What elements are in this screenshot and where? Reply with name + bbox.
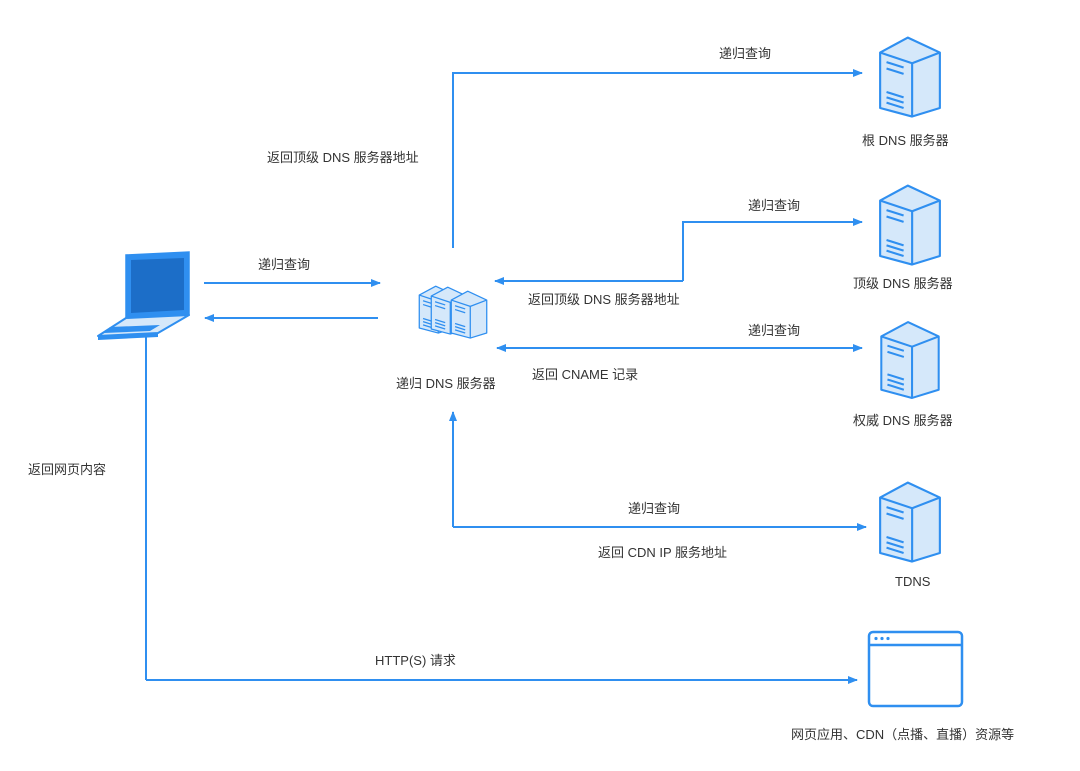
edge-tld-dns — [494, 218, 863, 285]
label-tld-return: 返回顶级 DNS 服务器地址 — [528, 292, 680, 307]
label-root-return: 返回顶级 DNS 服务器地址 — [267, 150, 419, 165]
label-auth-query: 递归查询 — [748, 323, 801, 338]
laptop-icon — [97, 251, 190, 340]
label-client-query: 递归查询 — [258, 257, 311, 272]
tld-dns-server-icon — [879, 184, 941, 266]
browser-window-icon — [867, 630, 964, 708]
node-label-recursive-dns: 递归 DNS 服务器 — [396, 376, 496, 391]
label-tdns-query: 递归查询 — [628, 501, 681, 516]
auth-dns-server-icon — [880, 321, 940, 400]
edge-http — [142, 325, 858, 684]
edge-client — [204, 279, 381, 322]
recursive-dns-server-icon — [418, 285, 488, 339]
node-label-root-dns: 根 DNS 服务器 — [862, 133, 949, 148]
edge-root-dns — [452, 69, 863, 248]
label-root-query: 递归查询 — [719, 46, 772, 61]
arrow-query-root-dns — [452, 69, 863, 248]
node-label-web-resources: 网页应用、CDN（点播、直播）资源等 — [791, 727, 1015, 742]
label-return-page: 返回网页内容 — [28, 462, 107, 477]
label-http-request: HTTP(S) 请求 — [375, 653, 456, 668]
tdns-server-icon — [879, 481, 941, 563]
edge-tdns — [449, 411, 867, 531]
node-label-tld-dns: 顶级 DNS 服务器 — [853, 276, 953, 291]
arrow-query-tld-dns — [682, 218, 863, 281]
node-label-tdns: TDNS — [895, 574, 931, 589]
label-auth-return: 返回 CNAME 记录 — [532, 367, 639, 382]
label-tld-query: 递归查询 — [748, 198, 801, 213]
label-tdns-return: 返回 CDN IP 服务地址 — [598, 545, 728, 560]
node-label-auth-dns: 权威 DNS 服务器 — [853, 413, 953, 428]
root-dns-server-icon — [878, 36, 942, 118]
